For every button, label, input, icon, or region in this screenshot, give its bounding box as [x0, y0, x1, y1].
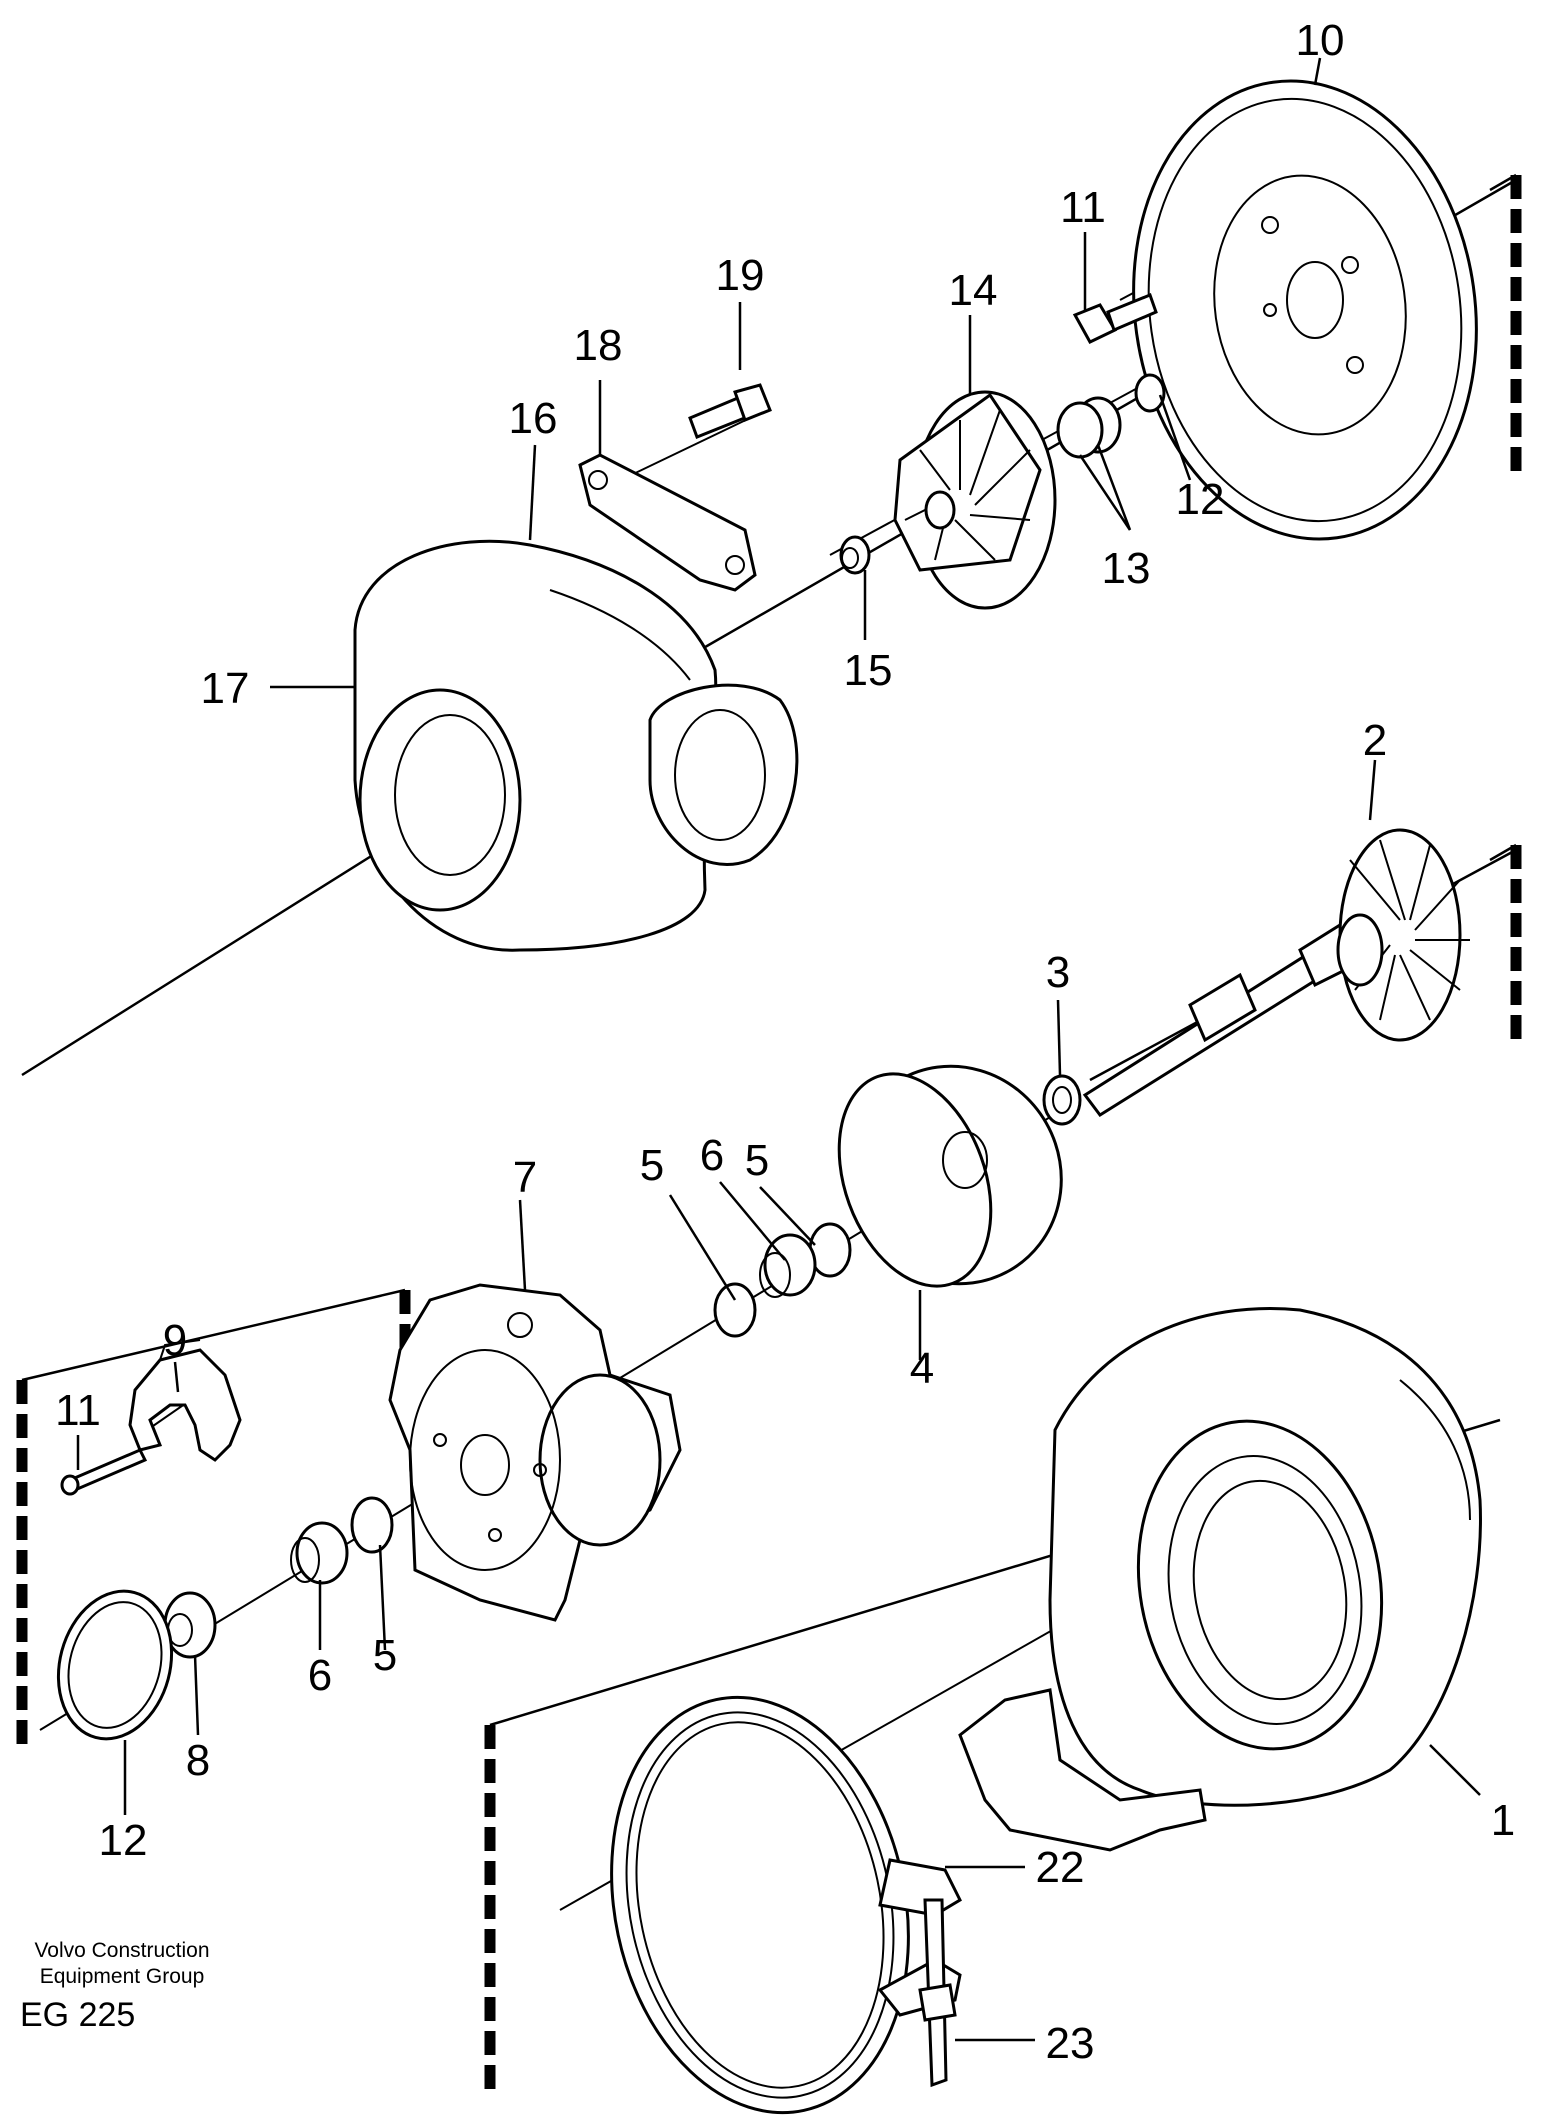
bearing-housing-part-7: [388, 1283, 682, 1622]
v-band-clamp-part-22: [610, 1695, 962, 2115]
bearing-set-upper: [713, 1222, 852, 1338]
section-brackets: [16, 173, 1522, 2095]
callout-21: 19: [716, 251, 765, 300]
callout-1: 1: [1491, 1796, 1515, 1845]
callout-2: 2: [1363, 716, 1387, 765]
callout-15: 13: [1102, 544, 1151, 593]
thrust-plate-part-9: [128, 1339, 242, 1462]
callout-5-upper-left: 5: [640, 1141, 664, 1190]
compressor-wheel-part-16: [893, 390, 1057, 610]
clamp-bolt-part-23: [918, 1898, 957, 2088]
ring-part-3: [1042, 1074, 1082, 1126]
footer-company-line2: Equipment Group: [39, 1965, 205, 1988]
callout-11: 12: [99, 1816, 148, 1865]
heat-shield-part-4: [837, 1064, 1063, 1288]
callout-20: 18: [574, 321, 623, 370]
footer-diagram-code: EG 225: [20, 1996, 136, 2034]
callout-5-lower: 5: [373, 1631, 397, 1680]
callout-8: 8: [186, 1736, 210, 1785]
bolt-part-13: [1072, 293, 1158, 344]
callout-4: 4: [910, 1344, 934, 1393]
callout-3: 3: [1046, 948, 1070, 997]
leader-lines: [76, 57, 1481, 2042]
callout-10: 11: [55, 1386, 101, 1435]
footer-company-line1: Volvo Construction: [34, 1939, 210, 1962]
callout-6-upper: 6: [700, 1131, 724, 1180]
screw-part-10: [60, 1448, 148, 1496]
callout-6-lower: 6: [308, 1651, 332, 1700]
callout-7: 7: [513, 1153, 537, 1202]
bracket-part-20: [578, 453, 757, 592]
callout-labels: 10 11 12 13 14 15 19 18 16 17 2 3 4 5 6 …: [55, 16, 1515, 2068]
callout-19: 17: [201, 664, 250, 713]
shaft-wheel-part-2: [1082, 828, 1470, 1118]
callout-9: 9: [163, 1316, 187, 1365]
callout-12: 10: [1296, 16, 1345, 65]
turbine-housing-part-1: [958, 1307, 1482, 1852]
callout-22: 22: [1036, 1843, 1085, 1892]
callout-5-upper-right: 5: [745, 1136, 769, 1185]
compressor-housing-part-19: [353, 539, 799, 952]
back-plate-part-12: [1132, 79, 1478, 541]
callout-13: 11: [1060, 183, 1106, 232]
callout-23: 23: [1046, 2019, 1095, 2068]
bearing-set-lower: [290, 1496, 394, 1585]
rings-parts-14-15: [1056, 373, 1166, 459]
callout-16: 14: [949, 266, 998, 315]
callout-18: 16: [509, 394, 558, 443]
callout-14: 12: [1176, 475, 1225, 524]
o-ring-part-11: [56, 1589, 174, 1741]
bolt-part-21: [688, 383, 772, 439]
nut-part-17: [839, 535, 871, 575]
callout-17: 15: [844, 646, 893, 695]
